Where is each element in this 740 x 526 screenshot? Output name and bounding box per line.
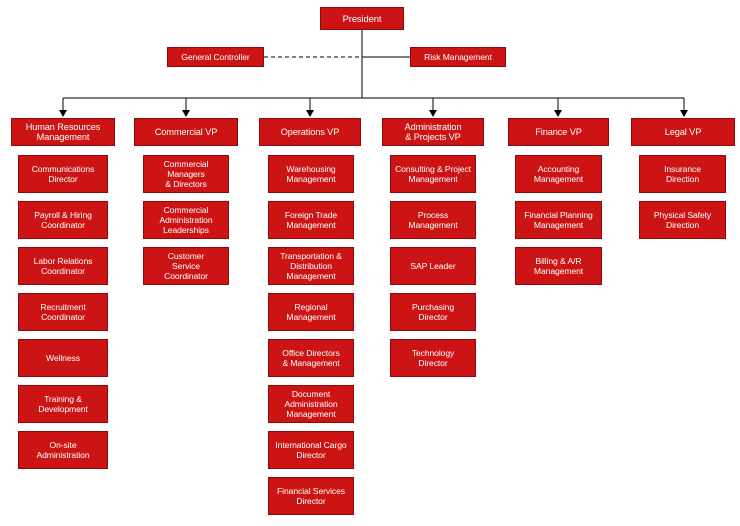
dept-item[interactable]: Commercial Managers & Directors <box>143 155 229 193</box>
dept-head-finance[interactable]: Finance VP <box>508 118 609 146</box>
dept-item[interactable]: Document Administration Management <box>268 385 354 423</box>
dept-item[interactable]: Office Directors & Management <box>268 339 354 377</box>
dept-item[interactable]: Insurance Direction <box>639 155 726 193</box>
arrowhead <box>680 110 688 117</box>
dept-head-administration[interactable]: Administration & Projects VP <box>382 118 484 146</box>
dept-item[interactable]: Financial Services Director <box>268 477 354 515</box>
dept-item[interactable]: Customer Service Coordinator <box>143 247 229 285</box>
president-box[interactable]: President <box>320 7 404 30</box>
dept-head-commercial[interactable]: Commercial VP <box>134 118 238 146</box>
dept-item[interactable]: Payroll & Hiring Coordinator <box>18 201 108 239</box>
arrowhead <box>306 110 314 117</box>
dept-item[interactable]: Technology Director <box>390 339 476 377</box>
dept-item[interactable]: Commercial Administration Leaderships <box>143 201 229 239</box>
dept-item[interactable]: Warehousing Management <box>268 155 354 193</box>
dept-head-human-resources[interactable]: Human Resources Management <box>11 118 115 146</box>
dept-item[interactable]: Communications Director <box>18 155 108 193</box>
dept-item[interactable]: Training & Development <box>18 385 108 423</box>
general-controller-box[interactable]: General Controller <box>167 47 264 67</box>
risk-management-box[interactable]: Risk Management <box>410 47 506 67</box>
dept-item[interactable]: International Cargo Director <box>268 431 354 469</box>
arrowhead <box>182 110 190 117</box>
dept-item[interactable]: Labor Relations Coordinator <box>18 247 108 285</box>
dept-item[interactable]: SAP Leader <box>390 247 476 285</box>
dept-item[interactable]: Purchasing Director <box>390 293 476 331</box>
dept-item[interactable]: Recruitment Coordinator <box>18 293 108 331</box>
dept-item[interactable]: On-site Administration <box>18 431 108 469</box>
arrowhead <box>554 110 562 117</box>
dept-item[interactable]: Foreign Trade Management <box>268 201 354 239</box>
dept-item[interactable]: Financial Planning Management <box>515 201 602 239</box>
dept-head-operations[interactable]: Operations VP <box>259 118 361 146</box>
arrowhead <box>59 110 67 117</box>
dept-item[interactable]: Accounting Management <box>515 155 602 193</box>
dept-item[interactable]: Wellness <box>18 339 108 377</box>
dept-item[interactable]: Regional Management <box>268 293 354 331</box>
dept-item[interactable]: Transportation & Distribution Management <box>268 247 354 285</box>
dept-head-legal[interactable]: Legal VP <box>631 118 735 146</box>
dept-item[interactable]: Process Management <box>390 201 476 239</box>
dept-item[interactable]: Billing & A/R Management <box>515 247 602 285</box>
arrowhead <box>429 110 437 117</box>
dept-item[interactable]: Physical Safety Direction <box>639 201 726 239</box>
dept-item[interactable]: Consulting & Project Management <box>390 155 476 193</box>
